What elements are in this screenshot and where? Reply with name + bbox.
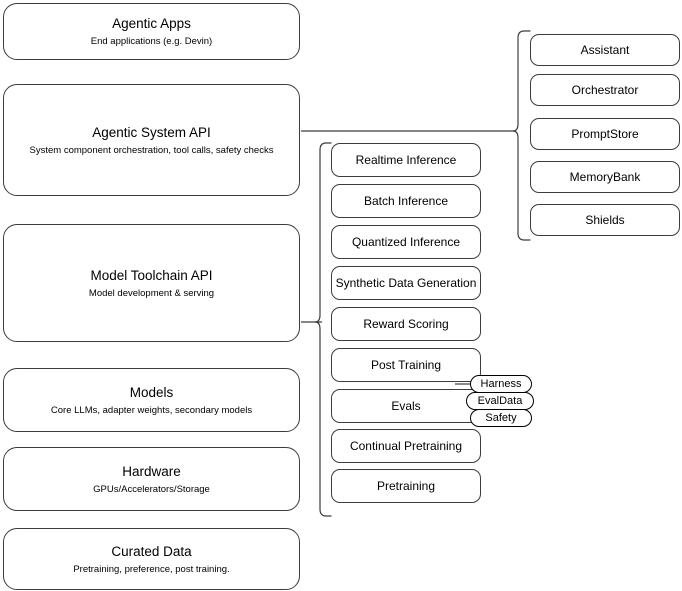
layer-title: Curated Data <box>111 543 192 559</box>
layer-hardware[interactable]: Hardware GPUs/Accelerators/Storage <box>3 447 300 511</box>
toolchain-component-label: Synthetic Data Generation <box>335 275 477 290</box>
system-component-orchestrator[interactable]: Orchestrator <box>530 74 680 106</box>
system-component-label: Assistant <box>580 42 630 57</box>
system-component-promptstore[interactable]: PromptStore <box>530 118 680 150</box>
eval-badge-label: Harness <box>480 377 522 390</box>
toolchain-component-label: Continual Pretraining <box>349 438 463 453</box>
toolchain-component-synthetic-data-generation[interactable]: Synthetic Data Generation <box>331 266 481 300</box>
toolchain-component-label: Evals <box>391 398 421 413</box>
toolchain-component-batch-inference[interactable]: Batch Inference <box>331 184 481 218</box>
toolchain-component-quantized-inference[interactable]: Quantized Inference <box>331 225 481 259</box>
toolchain-component-label: Post Training <box>370 357 442 372</box>
layer-title: Models <box>129 384 174 400</box>
toolchain-component-continual-pretraining[interactable]: Continual Pretraining <box>331 429 481 463</box>
layer-subtitle: System component orchestration, tool cal… <box>29 144 274 156</box>
toolchain-component-reward-scoring[interactable]: Reward Scoring <box>331 307 481 341</box>
eval-badge-safety[interactable]: Safety <box>470 409 532 427</box>
layer-subtitle: GPUs/Accelerators/Storage <box>93 483 210 495</box>
layer-title: Hardware <box>122 463 181 479</box>
layer-curated-data[interactable]: Curated Data Pretraining, preference, po… <box>3 528 300 590</box>
toolchain-component-label: Reward Scoring <box>363 316 449 331</box>
eval-badge-evaldata[interactable]: EvalData <box>466 392 534 410</box>
layer-title: Agentic Apps <box>112 16 191 31</box>
layer-agentic-apps[interactable]: Agentic Apps End applications (e.g. Devi… <box>3 3 300 60</box>
layer-subtitle: Pretraining, preference, post training. <box>73 563 230 575</box>
system-component-label: PromptStore <box>571 126 639 141</box>
toolchain-component-label: Pretraining <box>376 478 436 493</box>
system-component-label: MemoryBank <box>569 169 641 184</box>
system-component-assistant[interactable]: Assistant <box>530 34 680 66</box>
system-component-memorybank[interactable]: MemoryBank <box>530 161 680 193</box>
eval-badge-harness[interactable]: Harness <box>470 375 532 393</box>
toolchain-component-post-training[interactable]: Post Training <box>331 348 481 382</box>
system-component-shields[interactable]: Shields <box>530 204 680 236</box>
toolchain-component-evals[interactable]: Evals <box>331 389 481 423</box>
eval-badge-label: EvalData <box>477 394 523 407</box>
toolchain-component-pretraining[interactable]: Pretraining <box>331 469 481 503</box>
eval-badge-label: Safety <box>485 411 517 424</box>
layer-subtitle: Core LLMs, adapter weights, secondary mo… <box>50 404 253 416</box>
toolchain-component-label: Quantized Inference <box>351 234 461 249</box>
system-component-label: Orchestrator <box>571 82 639 97</box>
layer-title: Agentic System API <box>92 124 211 140</box>
layer-agentic-system-api[interactable]: Agentic System API System component orch… <box>3 84 300 196</box>
toolchain-component-label: Batch Inference <box>363 193 449 208</box>
layer-model-toolchain-api[interactable]: Model Toolchain API Model development & … <box>3 224 300 342</box>
layer-subtitle: End applications (e.g. Devin) <box>90 36 213 47</box>
layer-models[interactable]: Models Core LLMs, adapter weights, secon… <box>3 368 300 432</box>
layer-title: Model Toolchain API <box>90 267 213 283</box>
toolchain-component-label: Realtime Inference <box>355 152 457 167</box>
toolchain-component-realtime-inference[interactable]: Realtime Inference <box>331 143 481 177</box>
system-component-label: Shields <box>585 212 625 227</box>
layer-subtitle: Model development & serving <box>88 287 215 299</box>
